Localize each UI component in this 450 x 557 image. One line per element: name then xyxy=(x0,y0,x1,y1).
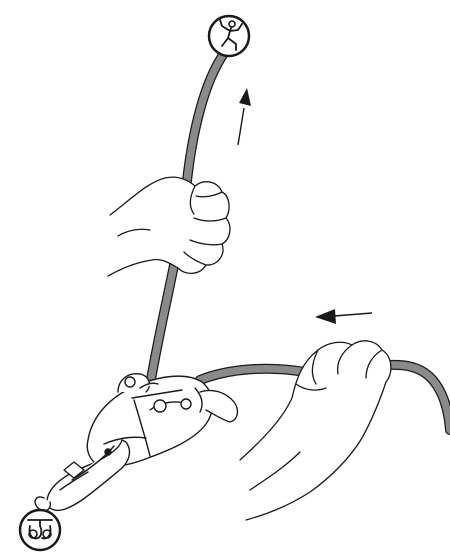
upper-hand xyxy=(108,177,230,276)
climber-icon xyxy=(209,16,249,56)
up-arrow-icon xyxy=(238,88,251,145)
carabiner-icon xyxy=(35,440,129,511)
left-arrow-icon xyxy=(315,309,372,324)
harness-icon xyxy=(20,510,60,550)
